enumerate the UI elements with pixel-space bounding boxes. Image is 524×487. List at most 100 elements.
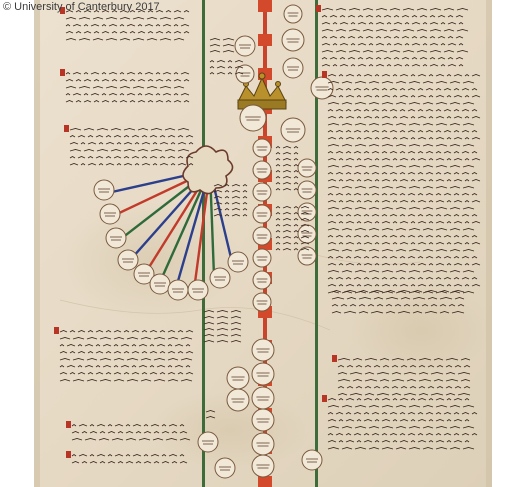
script-word — [101, 79, 110, 82]
script-word — [113, 372, 122, 375]
script-word — [453, 276, 460, 280]
script-word — [123, 350, 130, 354]
name-roundel — [235, 64, 255, 84]
script-word — [343, 290, 357, 293]
script-word — [86, 358, 98, 361]
script-word — [368, 81, 380, 84]
script-word — [368, 405, 380, 408]
script-word — [354, 81, 367, 84]
script-word — [86, 379, 98, 382]
script-word — [457, 303, 465, 307]
name-roundel — [133, 263, 155, 285]
script-word — [395, 207, 407, 210]
script-word — [345, 116, 355, 119]
script-word — [435, 263, 445, 266]
script-word — [153, 337, 166, 340]
script-word — [363, 192, 370, 196]
script-word — [65, 79, 74, 82]
script-word — [340, 303, 348, 307]
crown-drawing — [237, 72, 287, 110]
script-word — [422, 207, 434, 210]
script-word — [345, 129, 352, 133]
script-word — [435, 234, 442, 238]
script-word — [77, 372, 86, 375]
script-word — [165, 30, 172, 34]
script-word — [222, 50, 235, 53]
script-word — [363, 74, 373, 77]
script-word — [353, 256, 362, 259]
script-word — [443, 256, 452, 259]
script-word — [345, 158, 355, 161]
script-word — [386, 21, 392, 25]
script-word — [216, 60, 226, 63]
script-word — [454, 297, 465, 300]
script-word — [381, 255, 388, 259]
script-word — [234, 72, 244, 75]
script-word — [408, 102, 421, 105]
script-word — [159, 329, 166, 333]
script-word — [125, 461, 134, 464]
script-word — [464, 418, 470, 422]
script-word — [453, 221, 463, 224]
script-word — [462, 81, 475, 84]
roundel-script — [122, 258, 134, 263]
script-word — [400, 385, 408, 389]
script-word — [173, 17, 185, 20]
script-word — [78, 454, 88, 457]
script-word — [132, 86, 145, 89]
name-roundel — [251, 362, 275, 386]
script-word — [449, 165, 461, 168]
script-word — [407, 109, 416, 112]
script-word — [436, 385, 444, 389]
script-word — [327, 144, 340, 147]
script-word — [78, 424, 88, 427]
script-word — [71, 431, 80, 434]
script-word — [129, 30, 136, 34]
script-word — [131, 156, 140, 159]
script-word — [392, 439, 398, 443]
script-word — [410, 178, 416, 182]
script-word — [242, 189, 248, 193]
script-word — [327, 270, 340, 273]
script-word — [108, 24, 118, 27]
script-word — [422, 63, 428, 67]
script-word — [443, 151, 452, 154]
script-word — [137, 128, 149, 131]
script-word — [363, 234, 370, 238]
script-word — [393, 56, 400, 60]
script-word — [147, 9, 154, 13]
script-word — [364, 385, 372, 389]
script-word — [464, 283, 470, 287]
script-word — [471, 221, 481, 224]
script-word — [146, 17, 158, 20]
script-word — [446, 283, 452, 287]
script-word — [363, 87, 370, 91]
script-word — [397, 311, 411, 314]
script-word — [137, 10, 146, 13]
script-word — [399, 263, 409, 266]
initial-letter — [66, 451, 71, 458]
script-word — [75, 9, 82, 13]
script-word — [81, 460, 88, 464]
script-word — [435, 200, 445, 203]
script-word — [216, 322, 229, 325]
script-word — [327, 158, 337, 161]
script-word — [381, 432, 388, 436]
script-word — [418, 385, 426, 389]
script-word — [392, 199, 398, 203]
script-word — [331, 290, 342, 293]
script-word — [69, 155, 76, 159]
script-word — [428, 115, 434, 119]
script-word — [399, 200, 409, 203]
script-word — [391, 372, 402, 375]
script-word — [429, 29, 442, 32]
script-word — [411, 64, 421, 67]
script-word — [293, 235, 299, 239]
script-word — [374, 439, 380, 443]
script-word — [282, 248, 292, 251]
script-word — [125, 431, 134, 434]
script-word — [216, 340, 229, 343]
script-word — [435, 447, 448, 450]
script-word — [429, 8, 442, 11]
script-word — [381, 74, 391, 77]
